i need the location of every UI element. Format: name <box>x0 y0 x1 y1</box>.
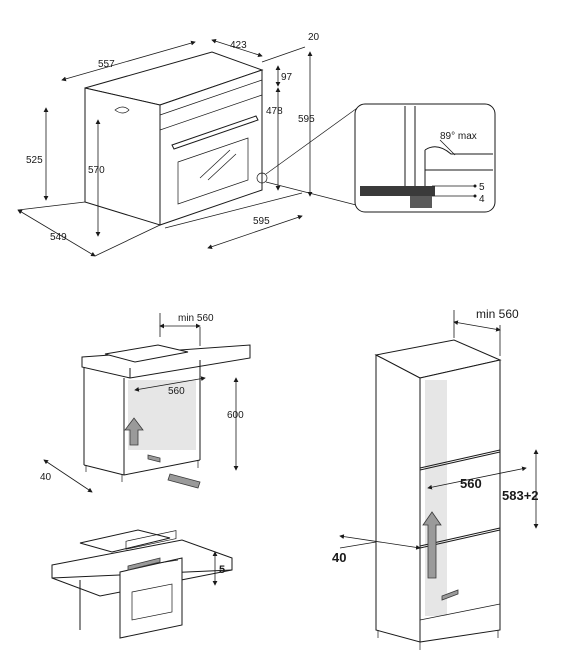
dim-panel-height: 97 <box>281 72 293 83</box>
undercounter-back-gap: 40 <box>40 472 52 483</box>
column-niche-shade <box>425 380 447 616</box>
door-detail-view: 89° max 5 4 <box>265 103 496 213</box>
dim-width-top: 423 <box>230 40 247 51</box>
door-angle-label: 89° max <box>440 131 477 142</box>
oven-front-face <box>159 69 263 226</box>
dim-front-offset: 20 <box>308 32 320 43</box>
airflow-up-arrow <box>124 417 144 446</box>
column-niche-width: 560 <box>460 476 482 491</box>
cabinet-foot-hatch <box>410 196 432 208</box>
detail-callout-circle <box>256 172 268 184</box>
airflow-side-arrow <box>147 454 161 463</box>
undercounter-min-width: min 560 <box>178 313 214 324</box>
oven-handle <box>171 115 259 150</box>
oven-control-panel-line <box>159 94 263 131</box>
column-back-gap: 40 <box>332 550 346 565</box>
oven-control-panel-top <box>159 79 263 116</box>
dim-body-height: 570 <box>88 165 105 176</box>
column-install-view: min 560 560 583+2 40 <box>332 307 539 650</box>
cabinet-floor-hatch <box>360 186 435 196</box>
airflow-in-arrow <box>167 473 201 489</box>
undercounter-install-view: min 560 560 600 40 <box>40 313 251 493</box>
undercounter-niche-width: 560 <box>168 386 185 397</box>
oven-door-window <box>177 137 249 205</box>
cable-icon <box>114 106 130 114</box>
dim-side-height: 525 <box>26 155 43 166</box>
dim-total-height: 595 <box>298 114 315 125</box>
dim-depth-top: 557 <box>98 59 115 70</box>
flush-hob <box>79 529 171 553</box>
column-airflow-up-arrow <box>422 511 442 579</box>
flush-gap-label: 5 <box>219 564 225 576</box>
gap-a-label: 5 <box>479 182 485 193</box>
dim-inner-height: 478 <box>266 106 283 117</box>
gap-b-label: 4 <box>479 194 485 205</box>
undercounter-niche-height: 600 <box>227 410 244 421</box>
column-airflow-in-arrow <box>441 589 459 601</box>
flush-mount-view: 5 <box>51 529 233 639</box>
oven-isometric-view: 557 423 20 97 478 595 525 570 595 549 <box>17 32 320 257</box>
oven-left-side <box>84 87 161 226</box>
column-min-width: min 560 <box>476 307 519 321</box>
flush-airflow-arrow <box>127 557 161 571</box>
hob-top <box>104 344 189 363</box>
column-niche-height: 583+2 <box>502 488 539 503</box>
window-reflection <box>207 153 237 181</box>
dim-total-width: 595 <box>253 216 270 227</box>
window-reflection <box>199 149 231 179</box>
dim-total-depth: 549 <box>50 232 67 243</box>
